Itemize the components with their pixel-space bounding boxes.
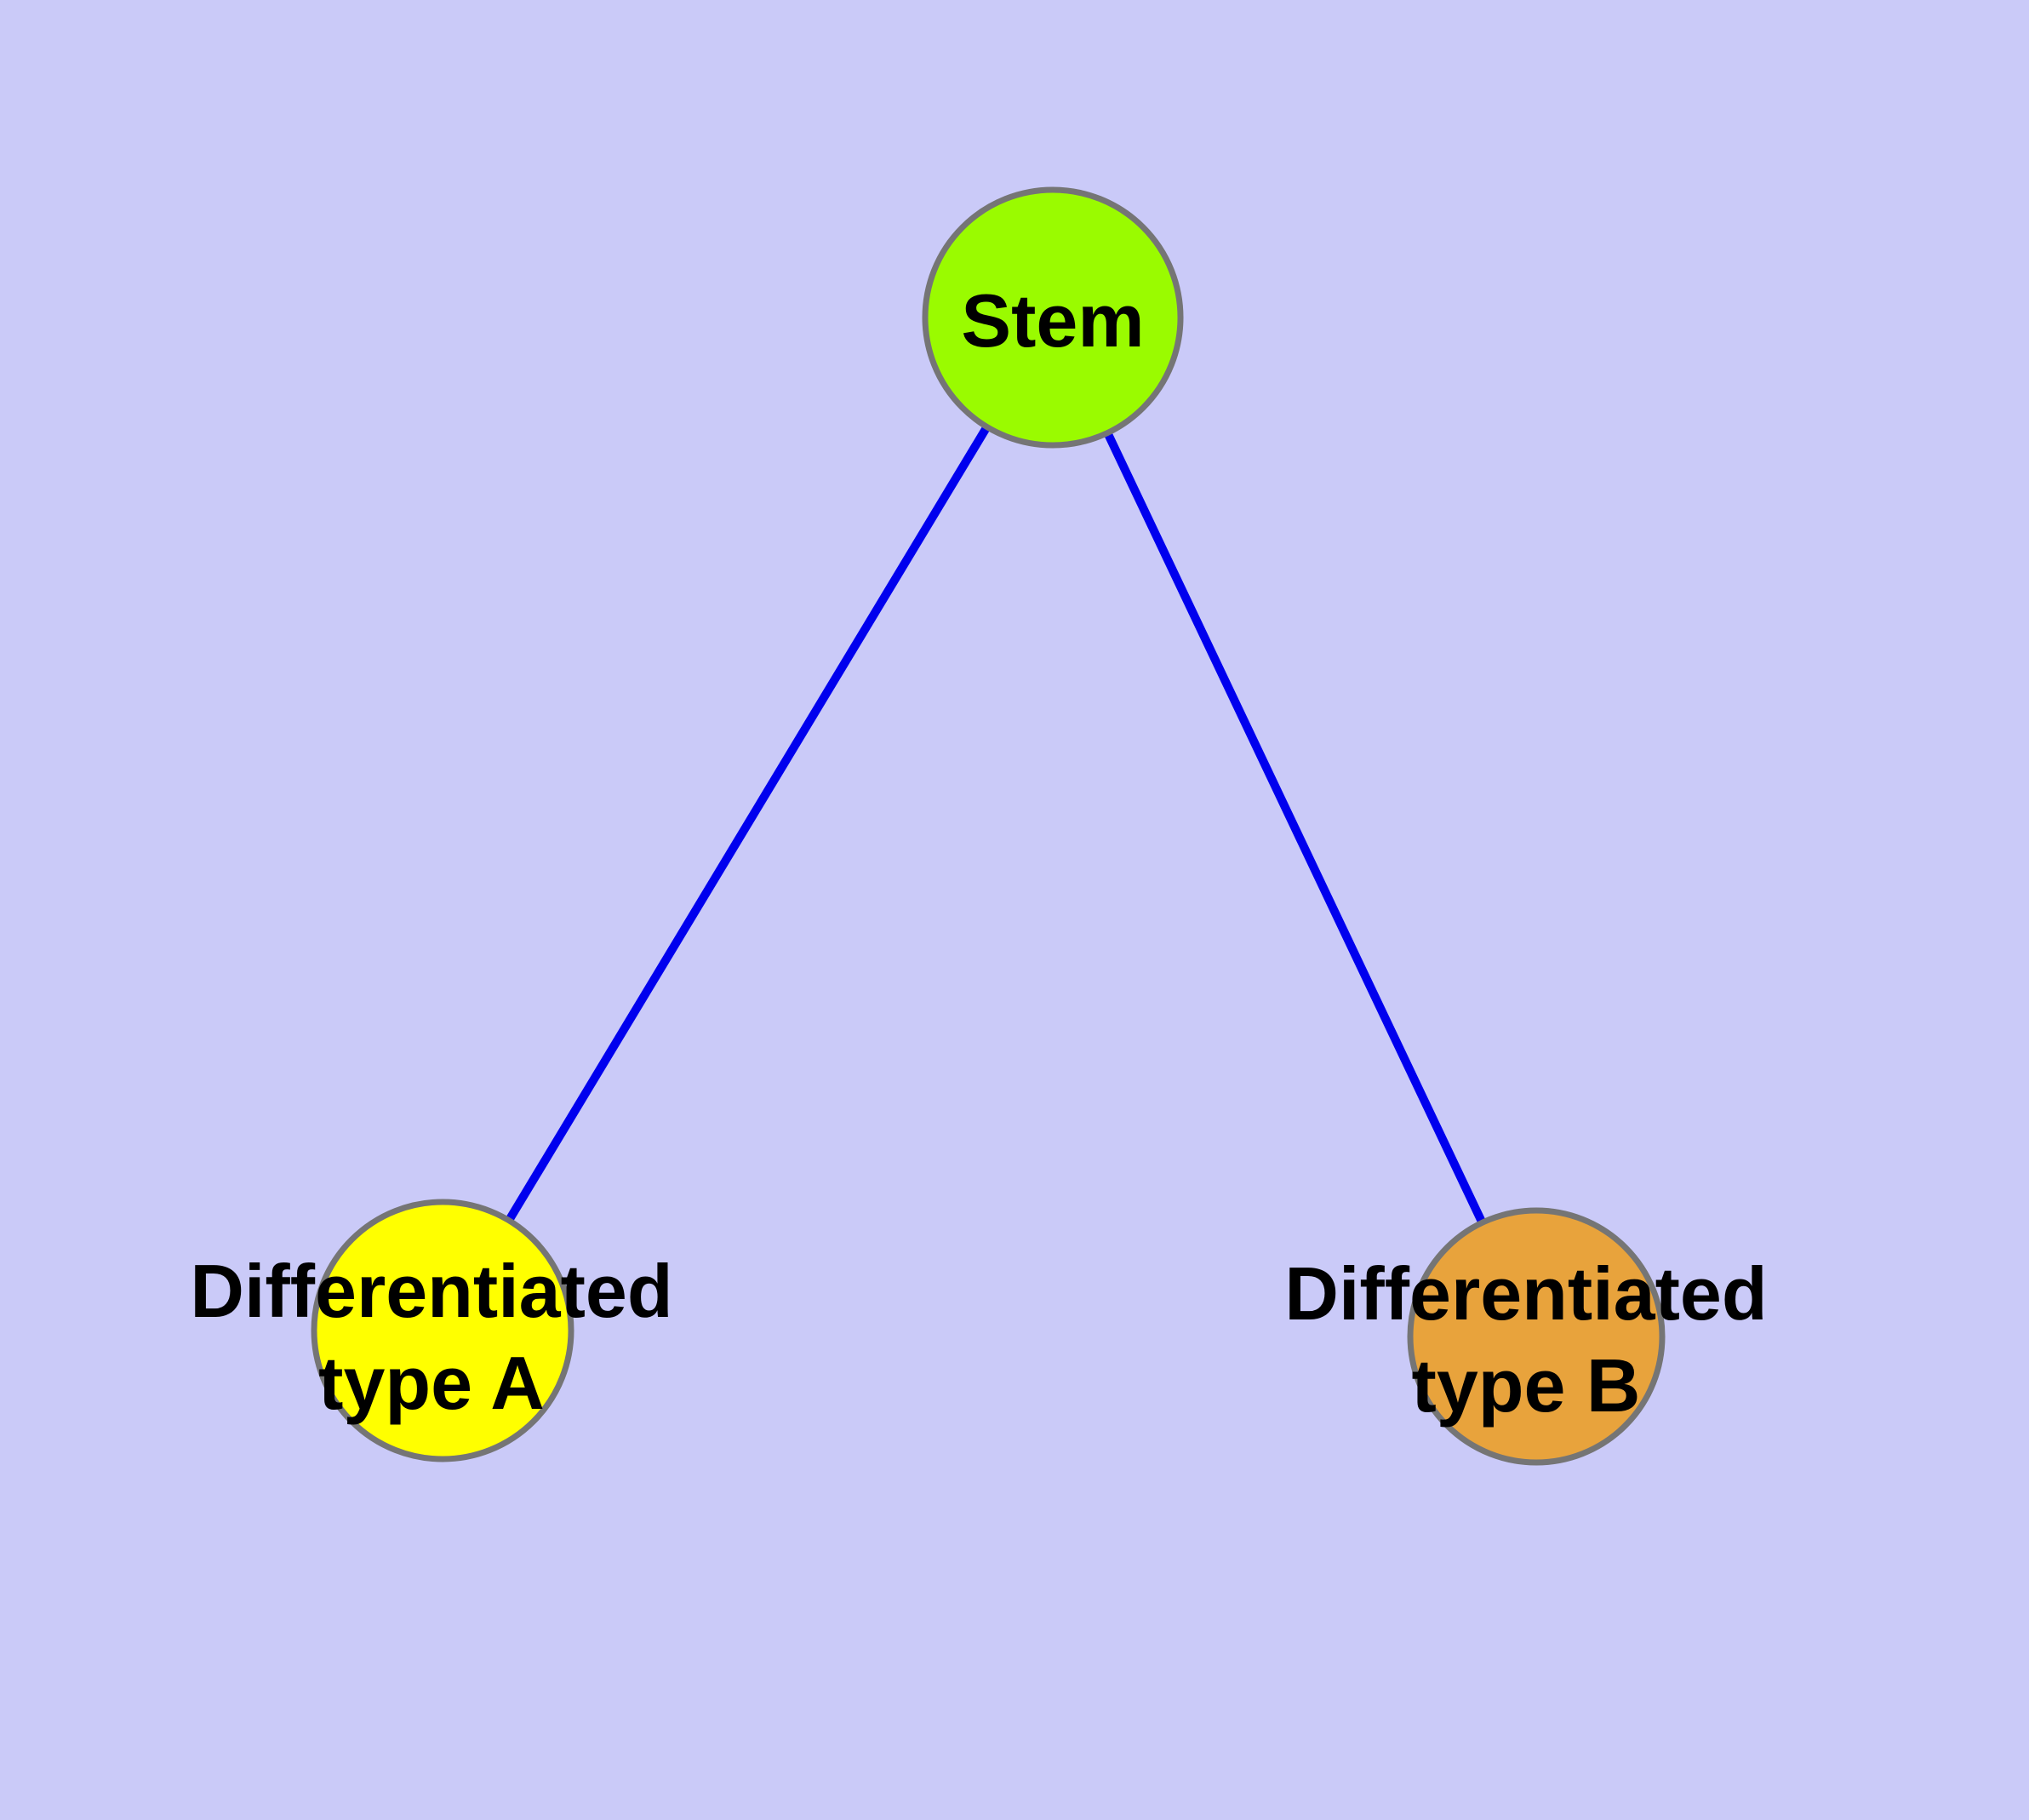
edge-stem-to-type-b [1049,315,1540,1339]
node-type-a-label-line1: Differentiated [190,1249,672,1333]
node-type-b-label-line2: type B [1412,1343,1641,1428]
node-differentiated-type-a [311,1199,574,1462]
node-stem-label: Stem [961,278,1144,363]
node-differentiated-type-b [1407,1207,1666,1466]
node-stem [922,186,1184,449]
edge-stem-to-type-a [438,315,1057,1333]
node-type-a-label-line2: type A [318,1341,545,1425]
node-type-b-label-line1: Differentiated [1284,1251,1767,1336]
